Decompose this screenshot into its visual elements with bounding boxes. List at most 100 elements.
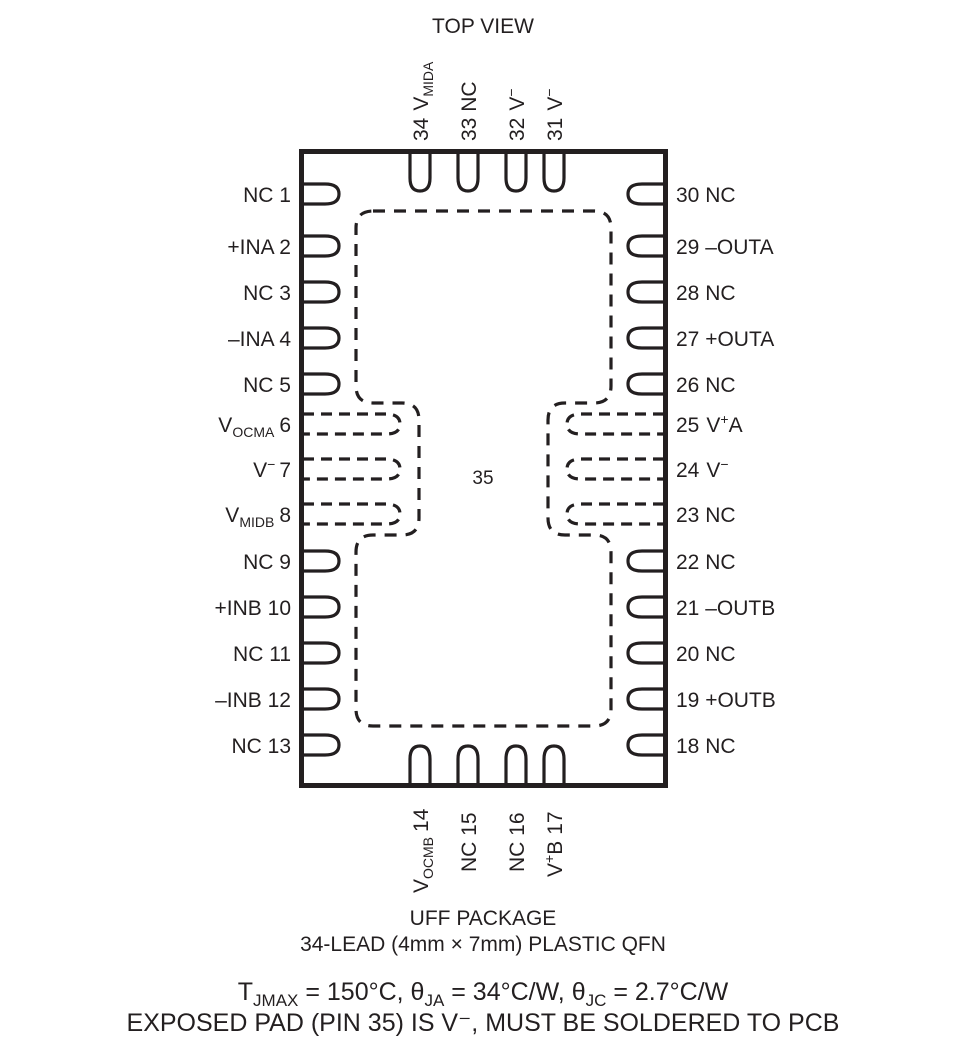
pin-label-32: 32V−	[503, 88, 529, 141]
right-pin-pads	[565, 182, 664, 757]
pin-label-15: NC 15	[458, 812, 481, 872]
pin-label-7-sup: −	[267, 456, 275, 472]
package-body-outline	[299, 149, 668, 788]
pin-label-34-base: V	[410, 97, 433, 111]
package-desc-caption: 34-LEAD (4mm × 7mm) PLASTIC QFN	[300, 933, 666, 956]
pin-pad-22	[626, 549, 664, 573]
exposed-pad-outline	[354, 209, 613, 728]
pin-label-17-tail: B	[544, 841, 567, 855]
pin-pad-8	[303, 502, 402, 526]
pin-pad-13	[303, 733, 341, 757]
pin-pad-30	[626, 182, 664, 206]
theta-jc-subscript: JC	[586, 991, 607, 1010]
pin-pad-18	[626, 733, 664, 757]
pin-label-13: NC 13	[231, 735, 291, 758]
pin-pad-33	[456, 153, 480, 193]
pin-pad-34	[408, 153, 432, 193]
pin-label-30: 30 NC	[676, 184, 736, 207]
pin-pad-6	[303, 412, 402, 436]
pin-pad-19	[626, 687, 664, 711]
pin-pad-10	[303, 595, 341, 619]
tjmax-subscript: JMAX	[253, 991, 298, 1010]
pin-label-31-num: 31	[544, 118, 567, 141]
pin-pad-4	[303, 326, 341, 350]
pin-label-8-base: V	[225, 504, 239, 527]
pin-label-17-sup: +	[541, 855, 557, 863]
pin-pad-31	[542, 153, 566, 193]
pin-label-14-sub: OCMB	[420, 837, 436, 879]
pin-label-24-sup: −	[720, 456, 728, 472]
pin-label-14-base: V	[410, 879, 433, 893]
top-pin-pads	[408, 153, 566, 193]
pin-label-18: 18 NC	[676, 735, 736, 758]
top-view-title: TOP VIEW	[432, 15, 534, 38]
pin-label-10: +INB 10	[215, 597, 291, 620]
pin-label-19: 19 +OUTB	[676, 689, 776, 712]
pin-label-20: 20 NC	[676, 643, 736, 666]
pin-label-29: 29 –OUTA	[676, 236, 774, 259]
pin-label-6-sub: OCMA	[232, 424, 275, 440]
pin-pad-15	[456, 744, 480, 784]
pin-label-1: NC 1	[243, 184, 291, 207]
pin-label-5: NC 5	[243, 374, 291, 397]
pin-pad-23	[565, 502, 664, 526]
pin-label-26: 26 NC	[676, 374, 736, 397]
theta-ja-subscript: JA	[424, 991, 445, 1010]
pin-pad-3	[303, 280, 341, 304]
pin-label-17: V+B17	[541, 811, 567, 877]
pin-pad-28	[626, 280, 664, 304]
pin-label-28: 28 NC	[676, 282, 736, 305]
pin-pad-20	[626, 641, 664, 665]
pin-label-31-base: V	[544, 97, 567, 111]
bottom-pin-pads	[408, 744, 566, 784]
pin-pad-14	[408, 744, 432, 784]
pin-label-22: 22 NC	[676, 551, 736, 574]
pin-label-7: V−7	[253, 456, 291, 482]
pin-label-6-base: V	[218, 414, 232, 437]
pin-label-17-base: V	[544, 863, 567, 877]
pin-label-34-num: 34	[410, 117, 433, 141]
pin-label-31: 31 V−	[541, 88, 567, 141]
pin-label-8-num: 8	[279, 504, 291, 527]
thermal-spec-line: TJMAX = 150°C, θJA = 34°C/W, θJC = 2.7°C…	[238, 978, 729, 1010]
pin-label-9: NC 9	[243, 551, 291, 574]
pin-pad-26	[626, 372, 664, 396]
pin-label-21: 21 –OUTB	[676, 597, 775, 620]
tjmax-symbol: T	[238, 978, 253, 1006]
exposed-pad-number: 35	[472, 468, 493, 489]
pin-label-32-sup: −	[503, 88, 519, 96]
pin-label-27: 27 +OUTA	[676, 328, 774, 351]
pin-pad-1	[303, 182, 341, 206]
pin-pad-21	[626, 595, 664, 619]
tjmax-value: = 150°C,	[298, 978, 410, 1006]
pin-pad-27	[626, 326, 664, 350]
top-pin-labels: 34VMIDA 33 NC 32V− 31V−	[410, 61, 567, 141]
pin-label-25-base: V	[706, 414, 720, 437]
pin-label-3: NC 3	[243, 282, 291, 305]
pin-label-2: +INA 2	[227, 236, 291, 259]
pin-pad-11	[303, 641, 341, 665]
pin-pad-5	[303, 372, 341, 396]
pin-pad-7	[303, 457, 402, 481]
pin-pad-12	[303, 687, 341, 711]
pin-label-34: 34VMIDA	[410, 61, 436, 141]
pin-label-32-num: 32	[506, 118, 529, 141]
package-name-caption: UFF PACKAGE	[410, 907, 557, 930]
pin-label-14: VOCMB14	[410, 808, 436, 893]
pin-label-33: 33 NC	[458, 81, 481, 141]
theta-ja-value: = 34°C/W,	[444, 978, 571, 1006]
pin-label-16: NC 16	[506, 812, 529, 872]
pin-label-24-base: V	[706, 459, 720, 482]
pin-pad-9	[303, 549, 341, 573]
theta-jc-symbol: θ	[572, 978, 586, 1006]
pin-label-11: NC 11	[233, 643, 291, 666]
pin-label-6-num: 6	[279, 414, 291, 437]
pin-pad-25	[565, 412, 664, 436]
pin-label-23: 23 NC	[676, 504, 736, 527]
pin-label-25-sup: +	[720, 411, 728, 427]
pin-label-31-sup: −	[541, 88, 557, 96]
